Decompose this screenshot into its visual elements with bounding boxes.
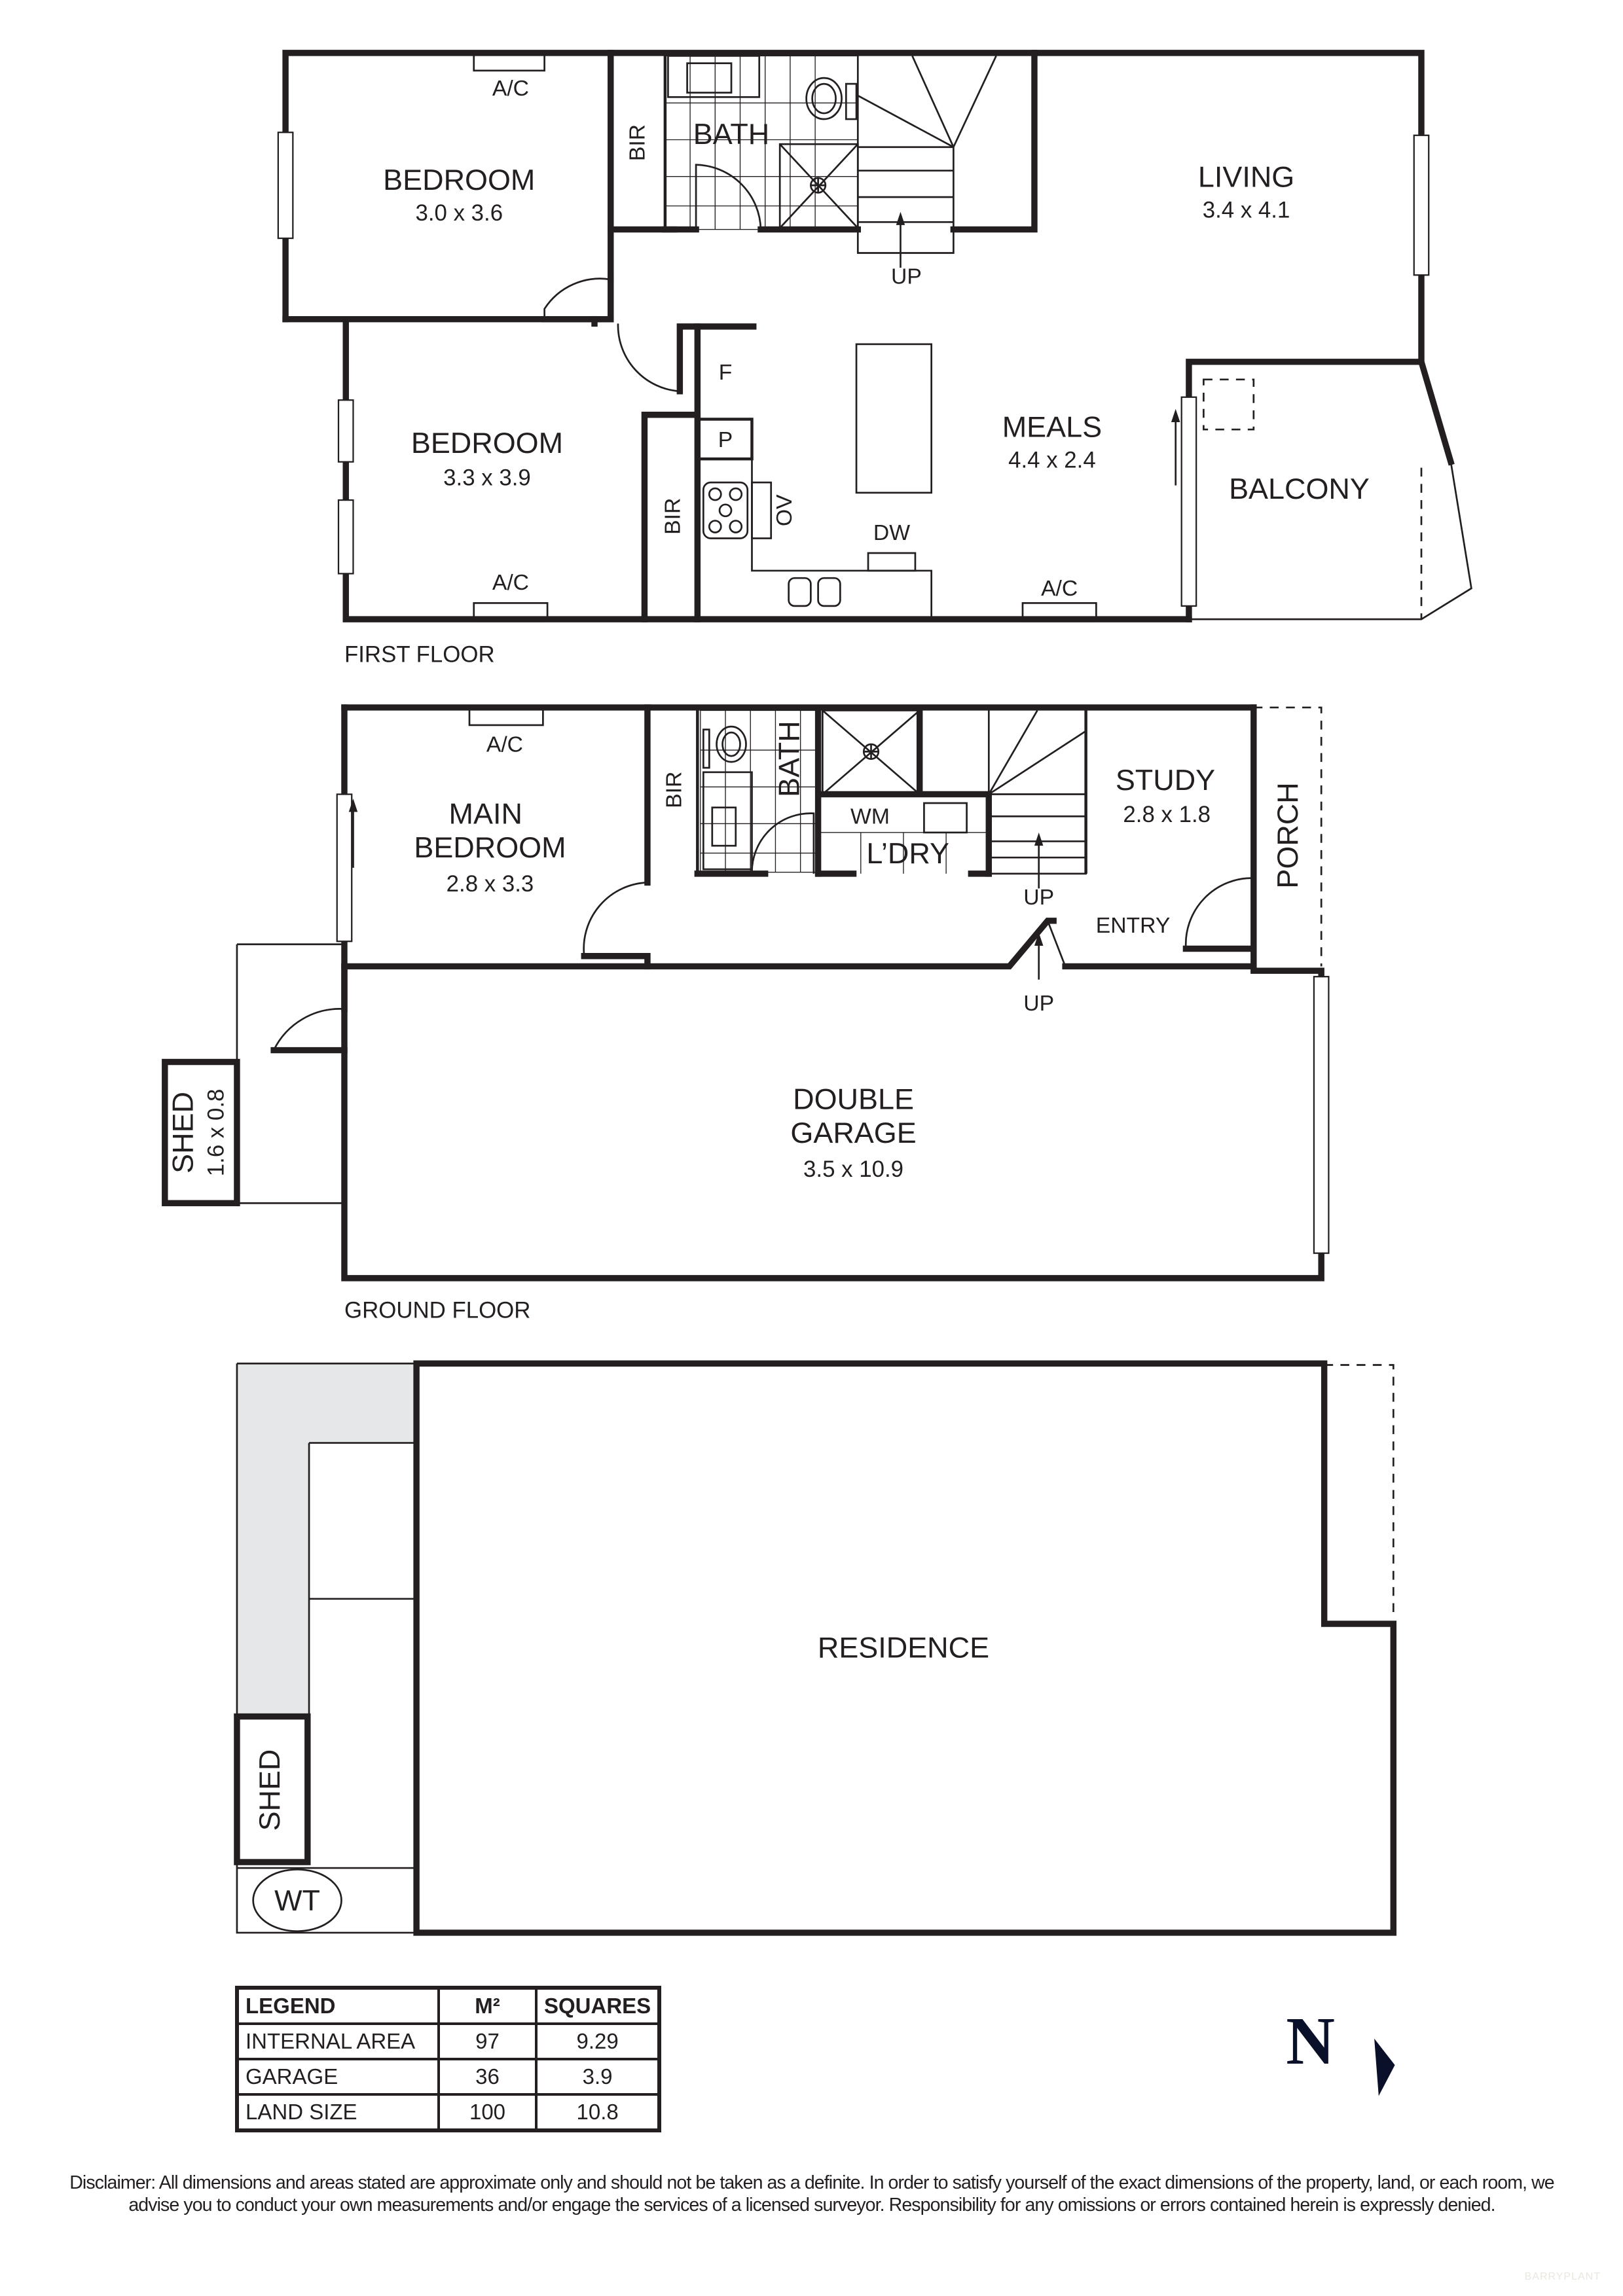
room-label-garage-line1: DOUBLE: [793, 1082, 914, 1115]
legend-row-m2: 97: [437, 2022, 538, 2060]
garage-door: [1313, 976, 1330, 1254]
garage-up-label: UP: [1023, 991, 1054, 1016]
room-label-garage-line2: GARAGE: [790, 1116, 916, 1149]
legend-header-row: LEGEND M² SQUARES: [236, 1986, 661, 2025]
legend-header-squares: SQUARES: [534, 1986, 661, 2025]
legend-header-m2: M²: [437, 1986, 538, 2025]
ground-floor-caption: GROUND FLOOR: [344, 1298, 530, 1323]
oven-label: OV: [772, 494, 797, 526]
legend-row: LAND SIZE 100 10.8: [236, 2093, 661, 2132]
window: [277, 132, 294, 240]
window: [336, 793, 353, 942]
legend-row-m2: 36: [437, 2058, 538, 2096]
legend-row-squares: 9.29: [534, 2022, 661, 2060]
legend-row-label: INTERNAL AREA: [236, 2022, 440, 2060]
legend-row-squares: 10.8: [534, 2093, 661, 2132]
legend-header: LEGEND: [236, 1986, 440, 2025]
stairs-up-label: UP: [1023, 885, 1054, 910]
watermark-logo: BARRYPLANT: [1524, 2271, 1601, 2282]
site-shed-outline: [234, 1713, 311, 1865]
room-label-main-bedroom-line2: BEDROOM: [414, 831, 566, 864]
room-size-study: 2.8 x 1.8: [1123, 802, 1211, 827]
window: [1413, 134, 1430, 276]
first-floor-bath: [662, 55, 862, 233]
residence-label: RESIDENCE: [818, 1631, 989, 1664]
shaded-path: [236, 1363, 417, 1717]
room-label-balcony: BALCONY: [1229, 472, 1370, 505]
ac-unit: [473, 52, 545, 72]
bir-label: BIR: [662, 772, 687, 808]
ac-label: A/C: [492, 570, 529, 595]
window: [337, 499, 354, 575]
water-tank-label: WT: [274, 1884, 320, 1917]
ac-label: A/C: [492, 76, 529, 101]
room-label-bedroom-1: BEDROOM: [383, 163, 535, 196]
site-plan: RESIDENCE SHED WT: [234, 1360, 1397, 1936]
room-label-main-bedroom-line1: MAIN: [449, 797, 522, 830]
area-legend-table: LEGEND M² SQUARES INTERNAL AREA 97 9.29 …: [235, 1986, 662, 2132]
room-label-meals: MEALS: [1002, 410, 1102, 443]
first-floor-caption: FIRST FLOOR: [344, 641, 495, 667]
room-size-meals: 4.4 x 2.4: [1008, 448, 1096, 473]
north-letter: N: [1286, 2004, 1335, 2079]
ac-unit: [1021, 602, 1097, 620]
ac-unit: [468, 706, 544, 726]
site-shed-label: SHED: [253, 1749, 286, 1831]
room-label-bedroom-2: BEDROOM: [411, 426, 563, 459]
ac-unit: [473, 602, 549, 620]
shed-outline: [162, 1058, 240, 1206]
north-indicator: N: [1286, 2004, 1395, 2096]
bir-label: BIR: [625, 124, 649, 161]
legend-row-m2: 100: [437, 2093, 538, 2132]
first-floor-plan: BEDROOM 3.0 x 3.6 BEDROOM 3.3 x 3.9 LIVI…: [277, 50, 1472, 667]
ground-floor-bath: [700, 707, 993, 877]
pantry-label: P: [718, 427, 733, 452]
room-label-bath: BATH: [693, 117, 770, 151]
room-label-shed: SHED: [166, 1092, 200, 1174]
ac-label: A/C: [1041, 576, 1078, 601]
legend-row: GARAGE 36 3.9: [236, 2058, 661, 2096]
fridge-label: F: [719, 360, 733, 385]
room-size-living: 3.4 x 4.1: [1203, 198, 1290, 223]
room-size-shed: 1.6 x 0.8: [204, 1089, 229, 1177]
first-floor-stairs: [856, 50, 1038, 268]
water-tank-outline: [252, 1868, 342, 1933]
room-label-laundry: L’DRY: [866, 836, 949, 870]
washing-machine-label: WM: [850, 804, 890, 829]
room-label-entry: ENTRY: [1096, 913, 1171, 938]
sliding-door: [1180, 396, 1197, 607]
stairs-up-label: UP: [891, 264, 922, 289]
room-label-living: LIVING: [1198, 160, 1294, 193]
room-size-bedroom-1: 3.0 x 3.6: [415, 200, 503, 226]
legend-row-label: LAND SIZE: [236, 2093, 440, 2132]
ground-floor-plan: MAIN BEDROOM 2.8 x 3.3 STUDY 2.8 x 1.8 E…: [162, 704, 1330, 1323]
ground-floor-stairs: [987, 709, 1087, 980]
legend-row: INTERNAL AREA 97 9.29: [236, 2022, 661, 2060]
room-label-study: STUDY: [1116, 763, 1215, 797]
room-label-ground-bath: BATH: [772, 721, 805, 797]
legend-row-squares: 3.9: [534, 2058, 661, 2096]
legend-row-label: GARAGE: [236, 2058, 440, 2096]
room-size-main-bedroom: 2.8 x 3.3: [447, 871, 534, 897]
room-size-bedroom-2: 3.3 x 3.9: [443, 465, 531, 491]
room-label-porch: PORCH: [1271, 782, 1304, 888]
room-size-garage: 3.5 x 10.9: [803, 1157, 903, 1182]
dishwasher-label: DW: [873, 520, 910, 545]
ac-label: A/C: [486, 732, 523, 757]
north-arrow-icon: [1374, 2038, 1395, 2096]
window: [337, 399, 354, 463]
disclaimer-text: Disclaimer: All dimensions and areas sta…: [69, 2172, 1554, 2215]
bir-label: BIR: [660, 498, 685, 535]
